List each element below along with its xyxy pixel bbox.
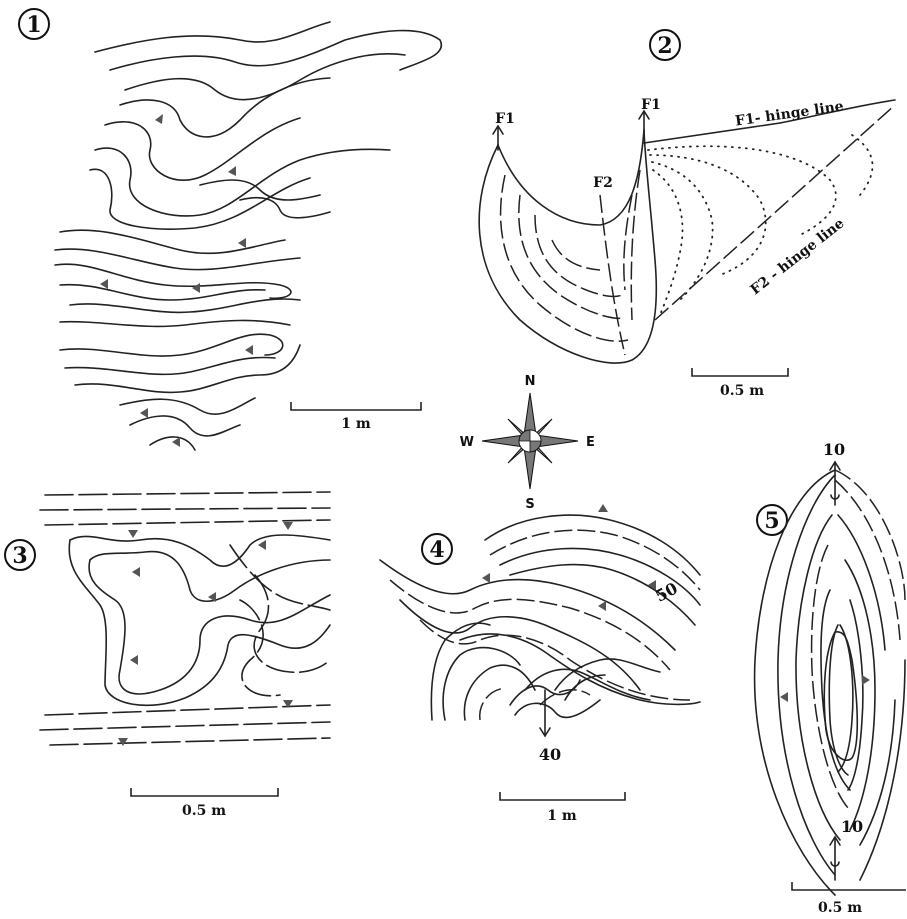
panel-5-plunge-top: 10	[823, 440, 845, 459]
compass-north: N	[525, 374, 536, 389]
panel-3-younging-markers	[118, 522, 293, 746]
panel-5: 5 10	[755, 440, 906, 916]
panel-1-number: 1	[26, 12, 41, 38]
panel-4-scale-label: 1 m	[547, 808, 577, 824]
panel-2-f2-hinge-label: F2 - hinge line	[748, 215, 848, 298]
panel-3-scale-bar: 0.5 m	[131, 788, 278, 819]
panel-2-arrows	[493, 111, 649, 150]
panel-1-fold-traces	[55, 22, 441, 450]
panel-3-number: 3	[12, 543, 27, 569]
panel-1-scale-bar: 1 m	[291, 402, 421, 432]
panel-2: 2	[479, 30, 895, 399]
compass-rose: N S E W	[460, 374, 595, 512]
panel-3-scale-label: 0.5 m	[182, 803, 226, 819]
panel-2-f2-label: F2	[593, 175, 613, 191]
panel-5-scale-bar: 0.5 m	[792, 882, 906, 916]
panel-2-f1-right-label: F1	[641, 97, 661, 113]
panel-3: 3 0.5 m	[5, 492, 330, 819]
panel-1-younging-markers	[100, 114, 253, 447]
panel-5-number: 5	[764, 508, 779, 534]
panel-2-f1-left-label: F1	[495, 111, 515, 127]
panel-2-scale-bar: 0.5 m	[692, 368, 788, 399]
compass-west: W	[460, 435, 474, 450]
panel-1: 1	[19, 9, 441, 450]
panel-5-plunge-bottom: 10	[841, 817, 863, 836]
panel-3-fold-traces	[40, 492, 330, 745]
panel-4: 4	[380, 504, 700, 824]
compass-south: S	[525, 497, 534, 512]
panel-5-arrows	[830, 462, 840, 880]
panel-2-scale-label: 0.5 m	[720, 383, 764, 399]
panel-4-number: 4	[429, 537, 444, 563]
compass-east: E	[586, 435, 595, 450]
panel-4-plunge-b: 40	[539, 745, 561, 764]
panel-5-scale-label: 0.5 m	[818, 900, 862, 916]
panel-2-f1-hinge-label: F1- hinge line	[734, 98, 845, 129]
panel-4-scale-bar: 1 m	[500, 792, 625, 824]
panel-4-arrows	[540, 690, 550, 736]
panel-1-scale-label: 1 m	[341, 416, 371, 432]
panel-2-number: 2	[657, 33, 672, 59]
